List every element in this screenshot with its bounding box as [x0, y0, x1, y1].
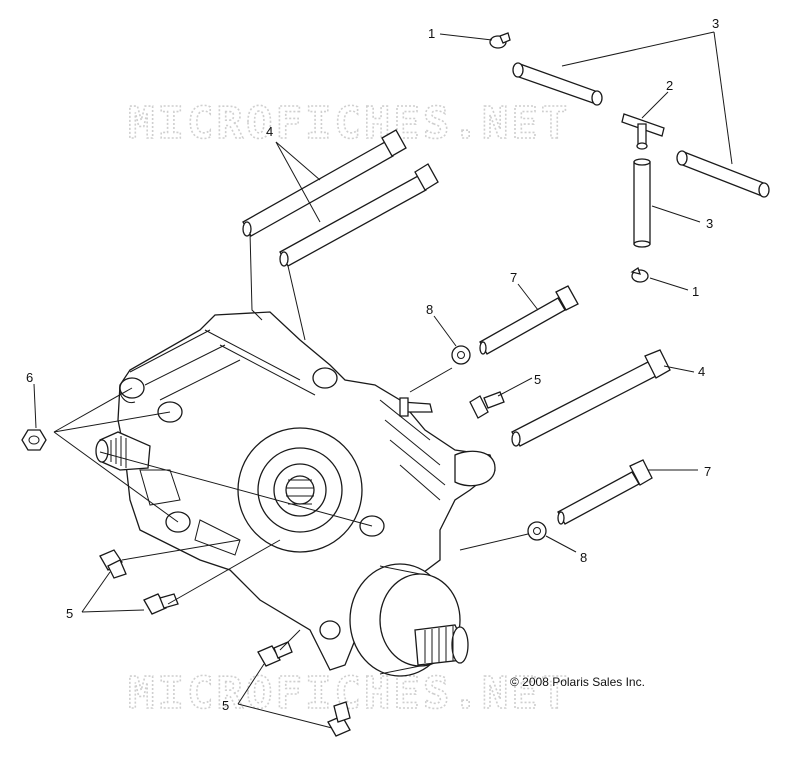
callout-5-left: 5 — [66, 606, 73, 621]
tee-fitting-2 — [621, 113, 665, 150]
copyright-text: © 2008 Polaris Sales Inc. — [510, 675, 645, 689]
nut-6 — [21, 429, 47, 451]
clamp-1-lower — [630, 266, 649, 283]
callout-3-top: 3 — [712, 16, 719, 31]
watermark-top: MICROFICHES.NET — [128, 98, 570, 149]
callout-8-upper: 8 — [426, 302, 433, 317]
callout-5-bottom: 5 — [222, 698, 229, 713]
bolt-7-lower — [557, 459, 653, 525]
callout-6: 6 — [26, 370, 33, 385]
callout-1-top: 1 — [428, 26, 435, 41]
long-bolt-4-upper-b — [279, 163, 439, 267]
callout-7-lower: 7 — [704, 464, 711, 479]
callout-2: 2 — [666, 78, 673, 93]
clamp-1-top — [489, 32, 511, 49]
callout-4-upper: 4 — [266, 124, 273, 139]
callout-4-right: 4 — [698, 364, 705, 379]
short-bolt-5-bottom-b — [327, 701, 351, 737]
short-bolt-5-left-a — [99, 549, 127, 579]
long-bolt-4-upper-a — [242, 129, 407, 237]
hose-3-upper — [512, 62, 603, 106]
leader-lines — [33, 31, 733, 729]
hose-3-right — [676, 150, 770, 198]
callout-8-lower: 8 — [580, 550, 587, 565]
callout-5-right: 5 — [534, 372, 541, 387]
short-bolt-5-bottom-a — [257, 641, 293, 667]
long-bolt-4-right — [511, 349, 671, 447]
watermark-bottom: MICROFICHES.NET — [128, 668, 570, 719]
bolt-7-upper — [479, 285, 579, 355]
washer-8-upper — [451, 345, 471, 365]
hose-3-vertical — [633, 158, 651, 248]
output-hub — [349, 563, 469, 677]
washer-8-lower — [527, 521, 547, 541]
callout-1-lower: 1 — [692, 284, 699, 299]
input-shaft — [95, 431, 151, 471]
short-bolt-5-left-b — [143, 593, 179, 615]
callout-7-upper: 7 — [510, 270, 517, 285]
callout-3-lower: 3 — [706, 216, 713, 231]
